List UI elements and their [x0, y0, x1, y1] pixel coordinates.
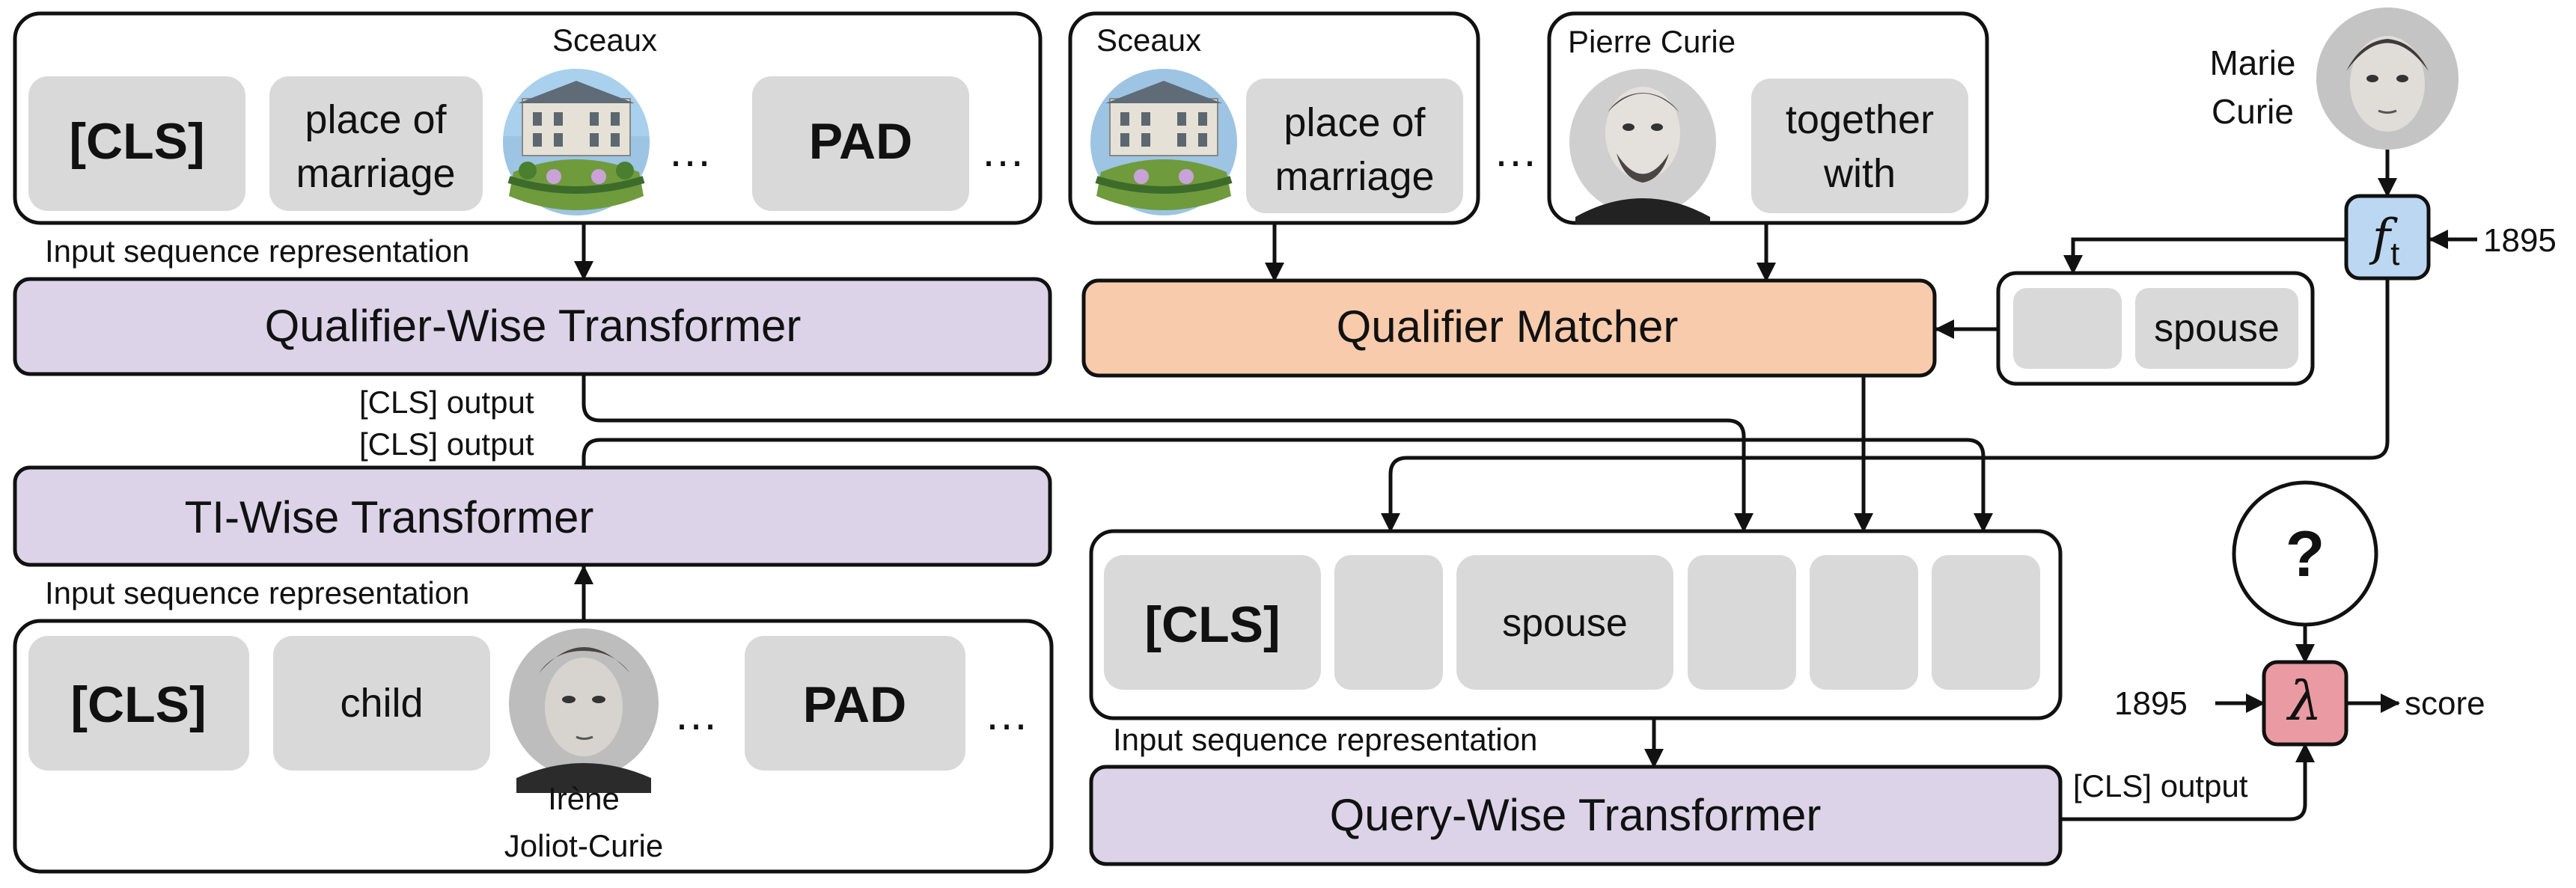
chateau-photo	[503, 69, 650, 215]
top-left-header: Sceaux	[552, 22, 657, 58]
query-wise-transformer	[1089, 765, 2063, 866]
input-seq-caption-ti: Input sequence representation	[45, 575, 469, 610]
pierre-curie-photo	[1569, 69, 1716, 224]
query-cls-token	[1104, 555, 1321, 690]
qualifier-wise-transformer	[13, 277, 1052, 376]
ellipsis-top-middle: …	[1493, 126, 1538, 176]
query-wise-label: Query-Wise Transformer	[1330, 790, 1822, 840]
place-of-marriage-token-2	[1246, 79, 1463, 213]
query-entity-slot	[2013, 288, 2122, 369]
query-entity-token	[1334, 555, 1443, 690]
input-seq-caption-query: Input sequence representation	[1113, 722, 1537, 757]
child-token-label: child	[340, 681, 423, 726]
query-cls-token-label: [CLS]	[1144, 596, 1280, 653]
ti-wise-transformer	[13, 465, 1052, 567]
qualifier-token	[269, 76, 483, 211]
score-label: score	[2405, 685, 2485, 722]
ellipsis-top-left-2: …	[980, 126, 1025, 176]
query-relation-label: spouse	[2154, 307, 2280, 350]
qualifier-wise-label: Qualifier-Wise Transformer	[265, 301, 802, 351]
ti-wise-label: TI-Wise Transformer	[185, 492, 594, 542]
cls-output-label-1: [CLS] output	[359, 385, 534, 420]
sceaux-header-2: Sceaux	[1096, 22, 1201, 58]
lambda-label: λ	[2286, 670, 2322, 732]
year-input-top: 1895	[2483, 222, 2557, 259]
irene-caption-2: Joliot-Curie	[504, 828, 663, 863]
year-input-bottom: 1895	[2114, 685, 2188, 722]
cls-output-label-3: [CLS] output	[2073, 768, 2248, 803]
query-relation-token-label: spouse	[1502, 601, 1628, 645]
marie-curie-name-1: Marie	[2209, 43, 2295, 82]
irene-photo	[509, 628, 659, 793]
query-slot-ti	[1932, 555, 2040, 690]
cls-token-label: [CLS]	[69, 113, 204, 170]
marie-curie-photo	[2316, 7, 2459, 150]
marie-curie-name-2: Curie	[2212, 92, 2294, 131]
cls-token	[28, 76, 245, 211]
pad-token-label: PAD	[809, 113, 913, 170]
pad-token	[752, 76, 969, 211]
cls-token-bottom	[28, 636, 249, 771]
qualifier-matcher-label: Qualifier Matcher	[1337, 301, 1679, 352]
pierre-curie-header: Pierre Curie	[1568, 24, 1736, 59]
query-relation-slot	[2135, 288, 2298, 369]
cls-output-label-2: [CLS] output	[359, 426, 534, 462]
query-relation-token	[1456, 555, 1673, 690]
together-with-token	[1751, 79, 1968, 213]
ellipsis-bottom-1: …	[674, 689, 718, 739]
input-seq-caption-top: Input sequence representation	[45, 233, 469, 269]
query-slot-matcher	[1810, 555, 1918, 690]
cls-token-bottom-label: [CLS]	[70, 676, 206, 733]
chateau-photo-2	[1090, 69, 1237, 215]
ellipsis-bottom-2: …	[984, 689, 1029, 739]
pad-token-bottom-label: PAD	[803, 676, 907, 733]
irene-caption-1: Irène	[548, 781, 620, 816]
child-token	[273, 636, 490, 771]
pad-token-bottom	[745, 636, 965, 771]
ellipsis-top-left-1: …	[668, 126, 712, 176]
query-slot-qualifier	[1688, 555, 1796, 690]
unknown-entity-label: ?	[2286, 518, 2325, 590]
